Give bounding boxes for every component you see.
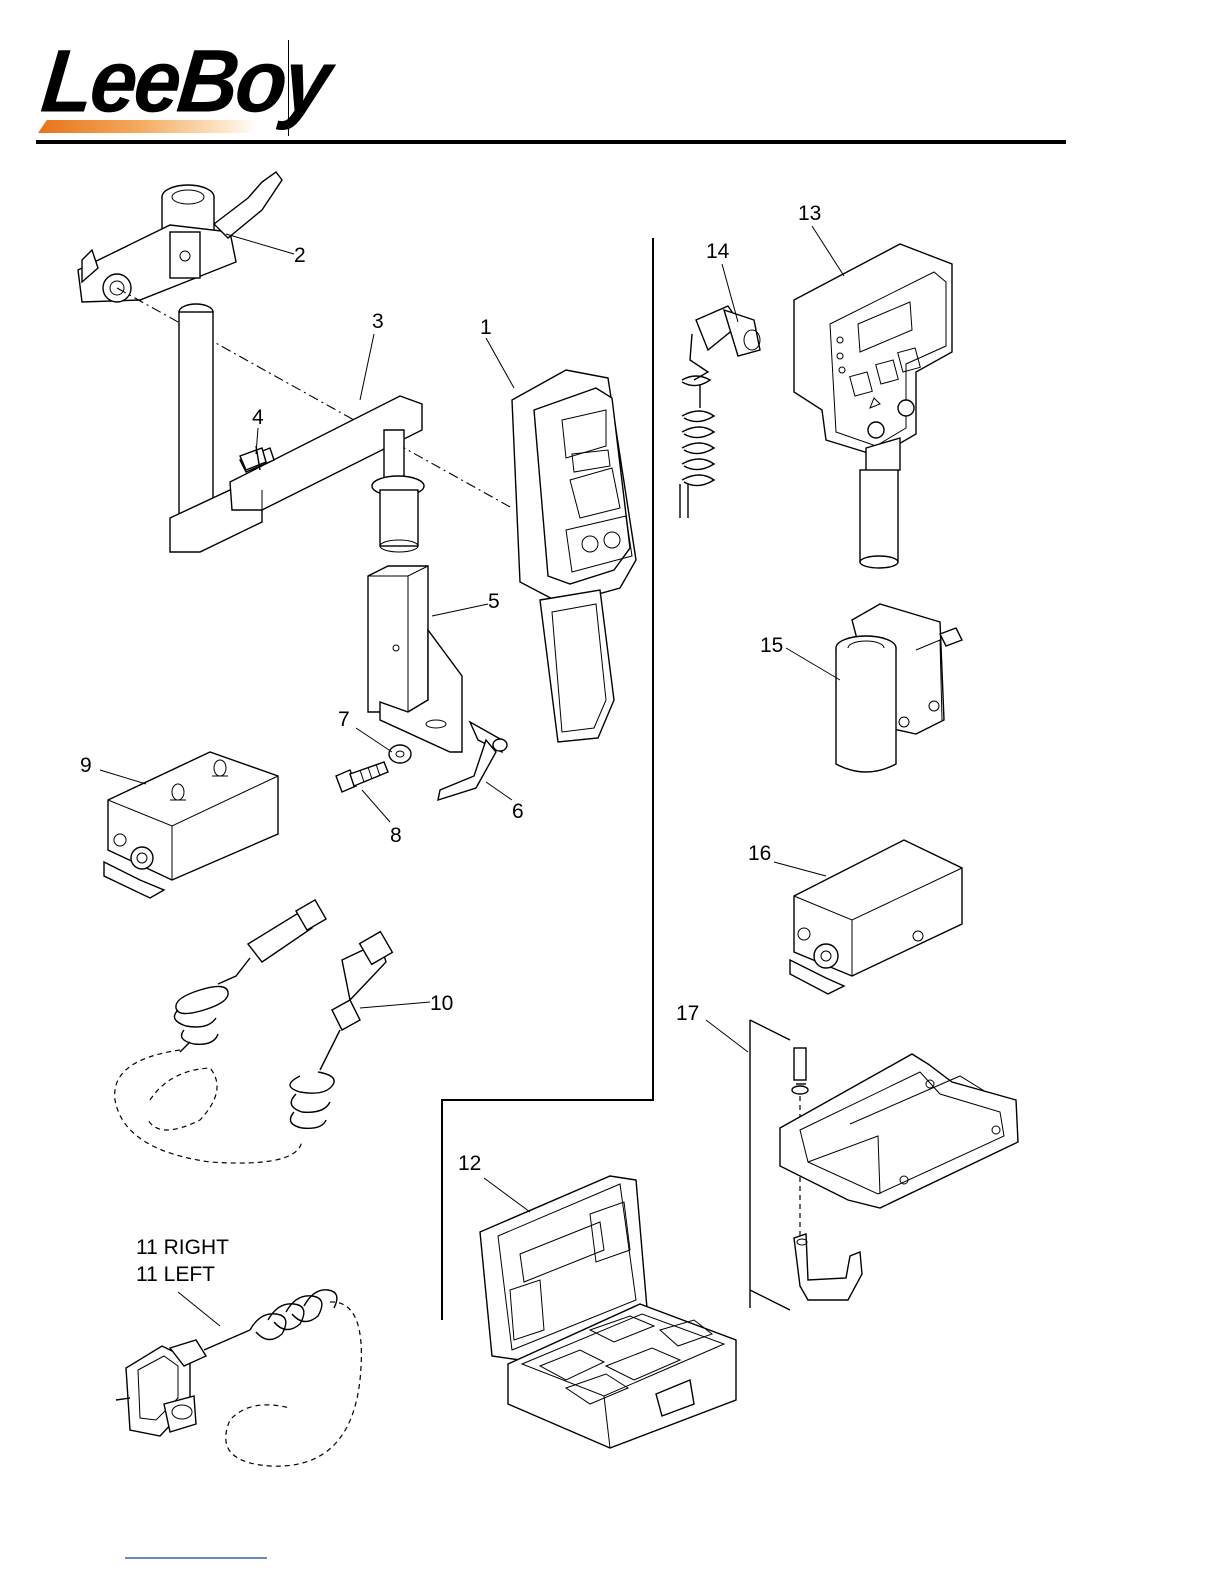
footer-link-underline[interactable] bbox=[125, 1557, 267, 1559]
part-7-washer bbox=[389, 745, 411, 763]
callout-17: 17 bbox=[676, 1002, 699, 1025]
callout-8: 8 bbox=[390, 824, 402, 847]
callout-11-right: 11 RIGHT bbox=[136, 1236, 229, 1259]
callout-11-left: 11 LEFT bbox=[136, 1263, 215, 1286]
part-15-mount-clamp bbox=[836, 604, 962, 772]
part-12-carrying-case bbox=[480, 1176, 736, 1448]
part-5-mount-bracket bbox=[368, 566, 462, 752]
group-divider-lines bbox=[442, 238, 790, 1320]
callout-9: 9 bbox=[80, 754, 92, 777]
part-9-sensor-box bbox=[104, 752, 278, 898]
callout-5: 5 bbox=[488, 590, 500, 613]
part-16-electronics-box bbox=[790, 840, 962, 994]
part-2-clamp-bracket bbox=[78, 172, 282, 302]
callout-15: 15 bbox=[760, 634, 783, 657]
part-13-control-panel bbox=[794, 244, 952, 568]
callout-12: 12 bbox=[458, 1152, 481, 1175]
part-11-sensor-cable bbox=[116, 1290, 361, 1466]
callout-6: 6 bbox=[512, 800, 524, 823]
callout-13: 13 bbox=[798, 202, 821, 225]
part-17-cradle-bracket bbox=[780, 1048, 1018, 1300]
callout-7: 7 bbox=[338, 708, 350, 731]
callout-3: 3 bbox=[372, 310, 384, 333]
callout-14: 14 bbox=[706, 240, 730, 263]
callout-10: 10 bbox=[430, 992, 453, 1015]
part-8-bolt bbox=[336, 762, 388, 792]
callout-4: 4 bbox=[252, 406, 264, 429]
part-14-elbow-cable bbox=[680, 306, 760, 518]
callout-2: 2 bbox=[294, 244, 306, 267]
callout-16: 16 bbox=[748, 842, 771, 865]
part-3-mast-arm bbox=[170, 304, 424, 552]
part-1-remote-controller bbox=[512, 370, 636, 742]
callout-1: 1 bbox=[480, 316, 492, 339]
part-10-coiled-cables bbox=[115, 900, 393, 1163]
